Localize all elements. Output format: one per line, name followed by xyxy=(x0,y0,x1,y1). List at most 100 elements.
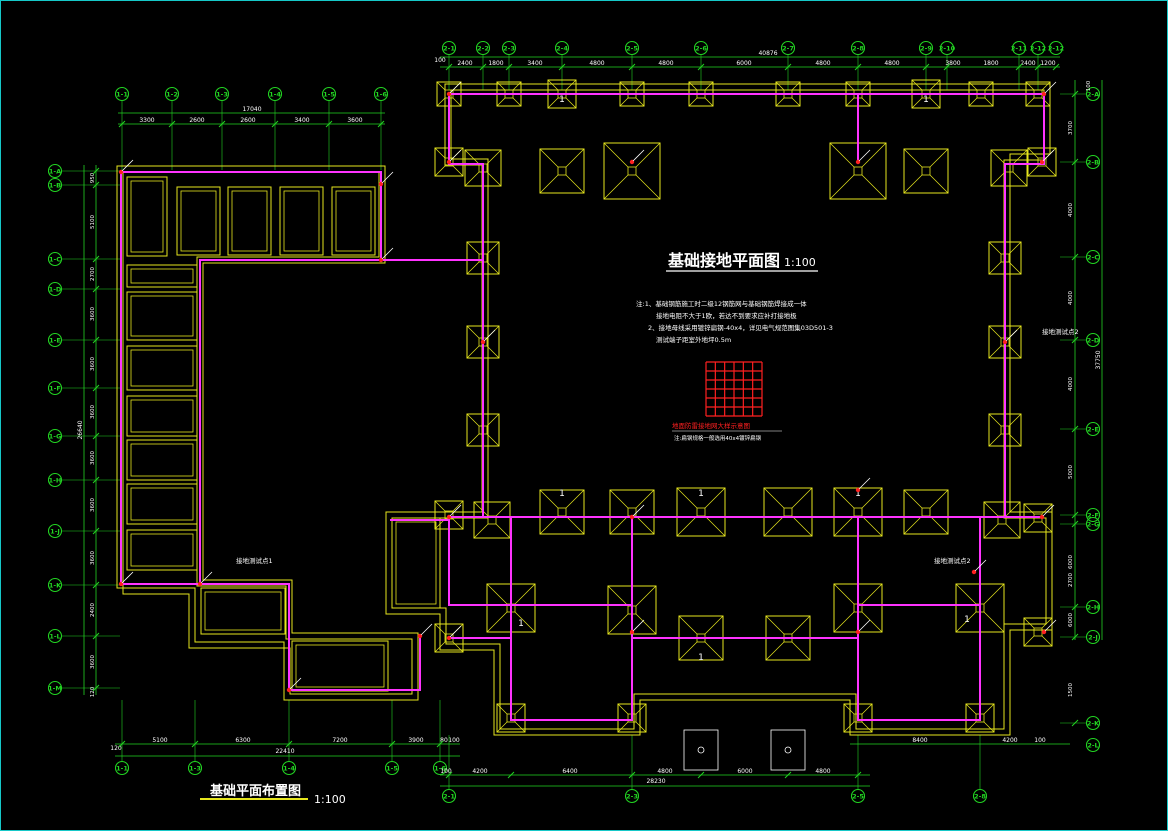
top-axis-bubble-label: 2-10 xyxy=(939,45,956,53)
bottom-left-total-dim: 22410 xyxy=(275,748,294,755)
column-footing-diag xyxy=(688,81,698,91)
column-footing-pier xyxy=(1004,163,1014,173)
left-building-room-wall-inner xyxy=(335,190,372,252)
column-footing-diag xyxy=(929,174,949,194)
left-side-axis-bubble-label: 1-L xyxy=(49,633,60,641)
column-footing-pier xyxy=(853,507,863,517)
left-top-axis-bubble-label: 1-5 xyxy=(323,91,335,99)
left-top-axis-bubble-circle xyxy=(164,86,180,102)
electrode-leader xyxy=(289,677,302,690)
left-building-room-wall-inner xyxy=(295,644,385,688)
column-footing-diag xyxy=(990,149,1006,165)
top-axis-bubble-circle xyxy=(939,40,955,56)
column-footing-diag xyxy=(466,433,480,447)
column-footing-diag xyxy=(635,142,661,168)
left-vertical-span-dim: 3600 xyxy=(90,498,96,512)
column-footing-diag xyxy=(861,515,883,537)
column-footing xyxy=(539,148,585,194)
top-span-dim: 1200 xyxy=(1040,60,1055,67)
bottom-right-span-dim: 6400 xyxy=(562,768,577,775)
dimension-tick xyxy=(92,581,100,589)
dimension-tick xyxy=(92,285,100,293)
left-top-axis-bubble-circle xyxy=(373,86,389,102)
column-footing-diag xyxy=(955,583,977,605)
column-footing-diag xyxy=(539,515,559,535)
dimension-tick xyxy=(388,740,396,748)
right-side-axis-bubble-label: 2-E xyxy=(1087,426,1099,434)
dimension-tick xyxy=(479,63,487,71)
column-footing-diag xyxy=(903,148,923,168)
column-footing-diag xyxy=(514,611,536,633)
column-footing-diag xyxy=(617,721,629,733)
column-footing-diag xyxy=(903,174,923,194)
column-footing-diag xyxy=(903,489,923,509)
column-footing-diag xyxy=(678,641,698,661)
left-side-axis-bubble-circle xyxy=(47,523,63,539)
column-footing-diag xyxy=(635,174,661,200)
top-axis-bubble-label: 2-4 xyxy=(556,45,568,53)
dimension-tick xyxy=(1071,603,1079,611)
mesh-caption: 地面防雷接地网大样示意图 xyxy=(672,421,750,430)
left-side-axis-bubble-label: 1-H xyxy=(49,477,62,485)
electrode-leader xyxy=(632,619,645,632)
left-side-axis-bubble-label: 1-G xyxy=(49,433,62,441)
column-footing-diag xyxy=(617,703,629,715)
column-footing xyxy=(603,142,661,200)
column-footing-diag xyxy=(635,613,657,635)
column-footing-diag xyxy=(704,97,714,107)
column-footing-diag xyxy=(861,174,887,200)
ground-mark-number: 1 xyxy=(559,95,565,105)
right-side-axis-bubble-label: 2-L xyxy=(1087,742,1098,750)
left-building-inner-wall xyxy=(122,171,413,695)
column-footing-diag xyxy=(635,703,647,715)
column-footing-diag xyxy=(565,148,585,168)
column-footing-diag xyxy=(565,174,585,194)
dimension-tick xyxy=(92,384,100,392)
column-footing-diag xyxy=(565,79,577,91)
column-footing-diag xyxy=(1027,147,1039,159)
left-building-room-wall xyxy=(126,529,198,571)
column-footing-diag xyxy=(496,81,506,91)
note-line-3: 2、接地母线采用镀锌扁钢-40x4，详见电气规范图集03D501-3 xyxy=(648,323,833,332)
bottom-right-axis-bubble-label: 2-5 xyxy=(852,793,864,801)
top-span-dim: 3400 xyxy=(527,60,542,67)
column-footing-diag xyxy=(1008,345,1022,359)
column-footing-diag xyxy=(1008,261,1022,275)
dimension-tick xyxy=(507,771,515,779)
top-first-dim: 100 xyxy=(434,57,446,64)
dimension-tick xyxy=(285,740,293,748)
column-footing-pier xyxy=(1037,157,1047,167)
column-footing-diag xyxy=(1041,521,1053,533)
column-footing-diag xyxy=(829,174,855,200)
top-axis-bubble-label: 2-12 xyxy=(1030,45,1046,53)
note-line-4: 测试端子距室外地坪0.5m xyxy=(656,335,731,344)
column-footing-pier xyxy=(627,507,637,517)
left-building-room-wall-inner xyxy=(130,268,194,284)
electrode-leader xyxy=(632,149,645,162)
grounding-loop-b xyxy=(857,517,981,721)
top-span-dim: 3800 xyxy=(945,60,960,67)
top-span-dim: 2400 xyxy=(457,60,472,67)
column-footing-diag xyxy=(911,97,923,109)
column-footing-diag xyxy=(861,703,873,715)
dimension-tick xyxy=(922,63,930,71)
top-axis-bubble-circle xyxy=(554,40,570,56)
column-footing-pier xyxy=(627,166,637,176)
column-footing-diag xyxy=(765,641,785,661)
right-span-dim: 6000 xyxy=(1068,555,1074,569)
electrode-leader xyxy=(121,571,134,584)
left-side-axis-bubble-circle xyxy=(47,163,63,179)
bottom-left-span-dim: 7200 xyxy=(332,737,347,744)
dimension-tick xyxy=(191,740,199,748)
left-side-axis-bubble-circle xyxy=(47,251,63,267)
column-footing-pier xyxy=(696,507,706,517)
bottom-left-span-dim: 5100 xyxy=(152,737,167,744)
top-axis-bubble-label: 2-2 xyxy=(477,45,489,53)
column-footing-diag xyxy=(861,611,883,633)
left-building-room-wall xyxy=(126,176,168,257)
bottom-right-small-dim: 100 xyxy=(1034,737,1046,744)
right-side-axis-bubble-label: 2-C xyxy=(1087,254,1099,262)
column-footing-diag xyxy=(775,97,785,107)
bottom-left-axis-bubble-label: 1-6 xyxy=(434,765,446,773)
